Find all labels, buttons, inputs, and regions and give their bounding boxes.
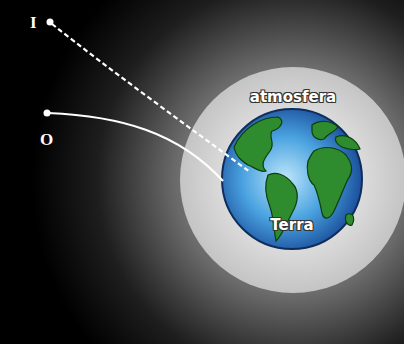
earth-label: Terra [270, 217, 313, 234]
object-point [44, 110, 51, 117]
real-ray [48, 113, 223, 181]
point-label: I [30, 14, 37, 31]
point-label: O [40, 131, 53, 148]
atmosphere-label: atmosfera [250, 89, 336, 106]
earth-globe: Terra [220, 107, 364, 251]
continent [234, 117, 282, 171]
continent [312, 121, 338, 139]
continent [345, 214, 353, 226]
continent [307, 148, 351, 219]
atmosphere-circle [180, 67, 404, 293]
atmosphere-region: Terra atmosfera [180, 67, 404, 293]
image-point [47, 19, 54, 26]
apparent-ray [52, 24, 250, 172]
continent [335, 136, 360, 150]
ocean [222, 109, 362, 249]
